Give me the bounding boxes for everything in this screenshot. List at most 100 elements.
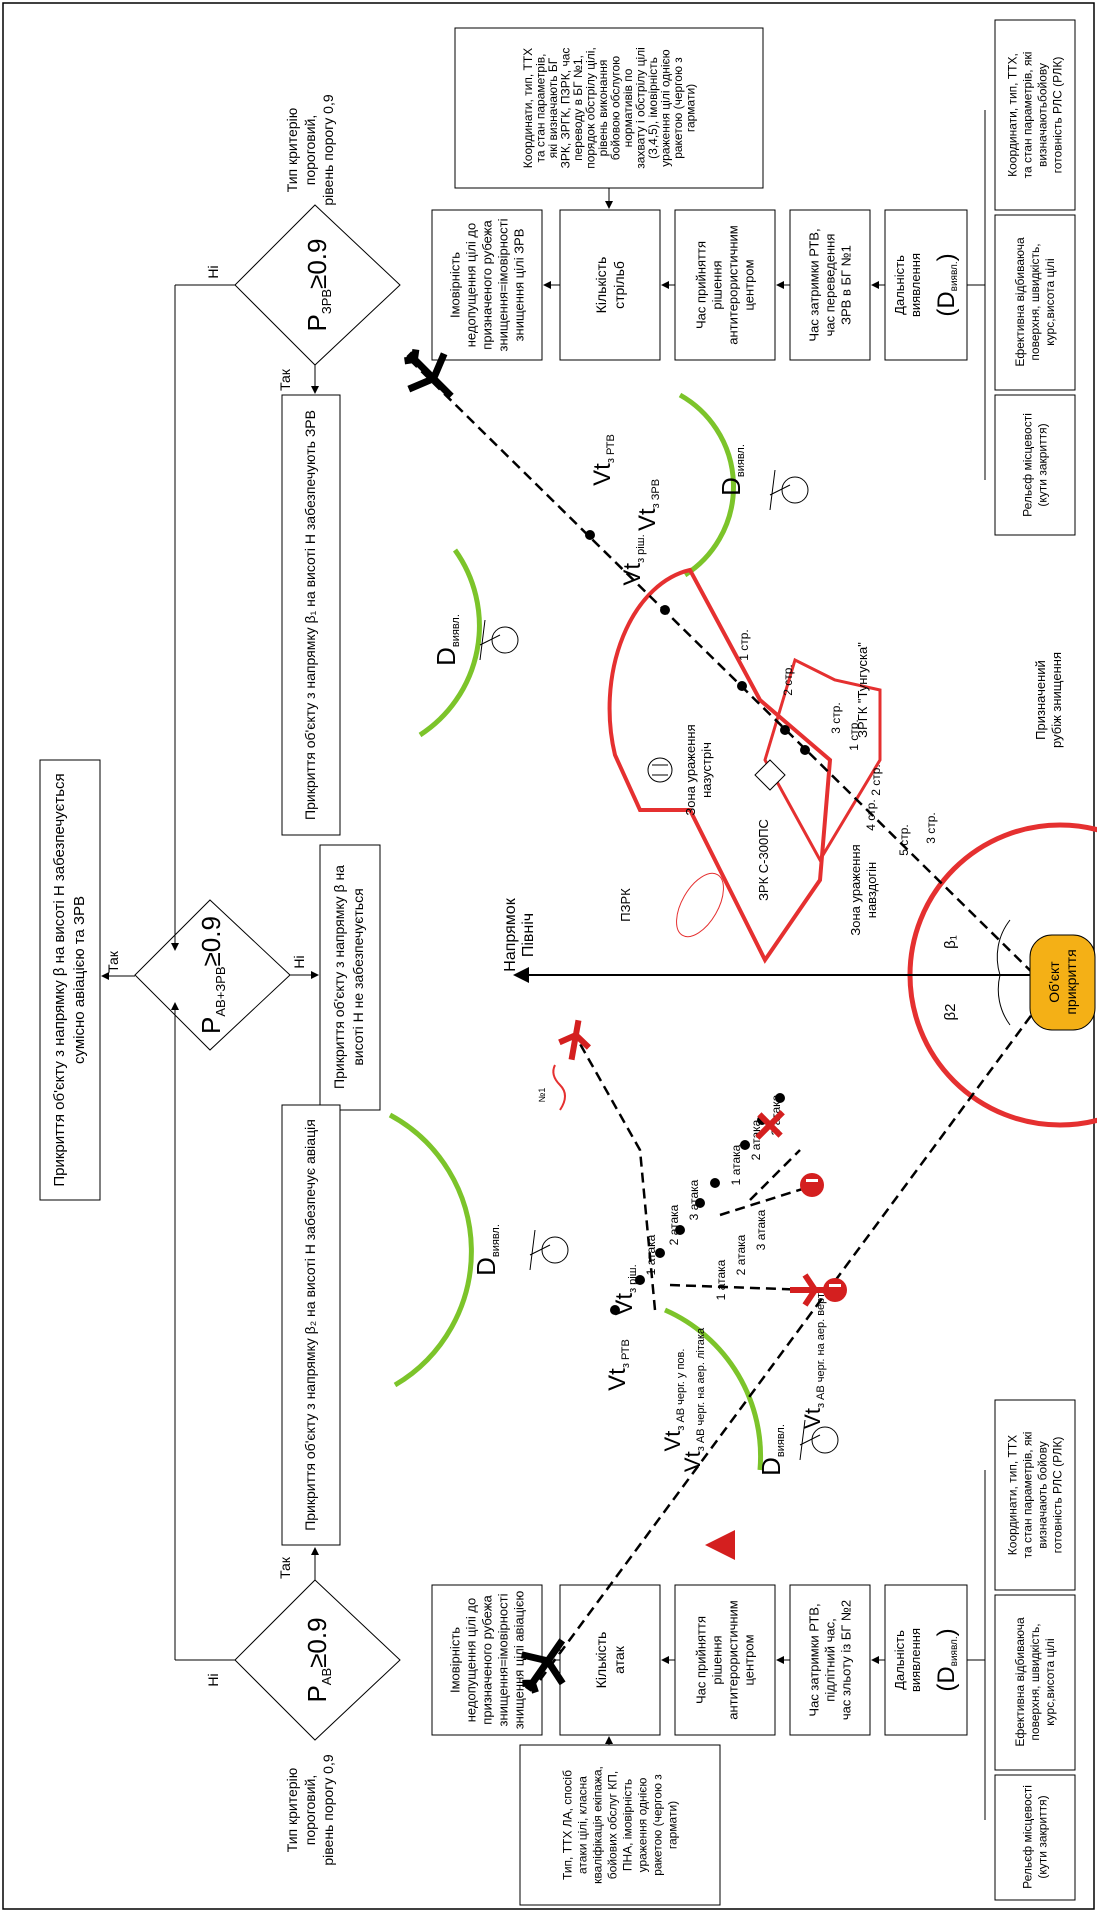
t-in-rcs-line: Ефективна відбиваюча xyxy=(1013,237,1027,367)
fighter-path-2 xyxy=(669,1283,811,1292)
alert-triangle-icon xyxy=(705,1530,735,1560)
top-no-label: Ні xyxy=(205,265,221,278)
bot-range-box xyxy=(884,1584,968,1736)
t-params-line: порядок обстрілу цілі, xyxy=(583,47,597,169)
b-range-label: Дальність xyxy=(892,1630,907,1690)
b-in-coords-line: визначають бойову xyxy=(1036,1441,1050,1548)
t-decision-line: антитерористичним xyxy=(726,225,741,345)
airliner-icon xyxy=(404,349,454,399)
b-in-rcs-line: Ефективна відбиваюча xyxy=(1013,1617,1027,1747)
object-label-1: Об'єкт xyxy=(1046,961,1062,1003)
attack-2: 2 атака xyxy=(749,1119,763,1160)
mid-formula-sub: АВ+ЗРВ xyxy=(213,966,228,1016)
b-in-rcs-line: поверхня, швидкість, xyxy=(1028,1623,1042,1740)
attack-3c: 3 атака xyxy=(754,1209,768,1250)
d-sub: виявл. xyxy=(450,614,462,647)
svg-text:Vtз АВ черг. на аер. літака: Vtз АВ черг. на аер. літака xyxy=(680,1327,707,1472)
bot-decision-box xyxy=(674,1584,776,1736)
shot-5: 5 стр. xyxy=(897,824,911,856)
svg-text:Vtз РТВ: Vtз РТВ xyxy=(589,434,617,486)
d-sub: виявл. xyxy=(490,1224,502,1257)
bot-in-rcs-box xyxy=(994,1594,1076,1771)
t-params-line: та стан параметрів, xyxy=(533,54,547,163)
object-marker: Об'єкт прикриття xyxy=(1029,934,1096,1031)
b-prob-line: призначеного рубежа xyxy=(480,1595,495,1725)
no-cover-line2: висоті Н не забезпечується xyxy=(350,888,366,1065)
b-decision-line: антитерористичним xyxy=(726,1600,741,1720)
top-formula: Р xyxy=(302,314,332,331)
b-params-line: ураження однією xyxy=(636,1778,650,1873)
bot-decision-diamond: РАВ≥0.9 xyxy=(234,1579,401,1741)
no-cover-line1: Прикриття об'єкту з напрямку β на xyxy=(331,865,347,1089)
svg-text:Vtз ріш.: Vtз ріш. xyxy=(619,534,647,585)
attack-1b: 1 атака xyxy=(644,1234,658,1275)
v-av1: Vt xyxy=(660,1431,685,1452)
b-in-coords-line: Координати, тип, ТТХ xyxy=(1006,1435,1020,1555)
t-decision-line: Час прийняття xyxy=(694,241,709,329)
v-av3: Vt xyxy=(800,1408,825,1429)
bot-criterion-1: Тип критерію xyxy=(284,1768,300,1852)
radar-icon xyxy=(479,619,519,661)
v-rtv-sub: з РТВ xyxy=(605,434,617,463)
fighter-icon xyxy=(558,1019,591,1061)
bot-cover-text: Прикриття об'єкту з напрямку β₂ на висот… xyxy=(302,1119,318,1531)
shot2-2: 2 стр. xyxy=(869,764,883,796)
t-in-rcs-line: поверхня, швидкість, xyxy=(1028,243,1042,360)
combined-cover-line2: сумісно авіацією та ЗРВ xyxy=(71,896,88,1064)
bot-no-label: Ні xyxy=(205,1673,221,1686)
top-yes-label: Так xyxy=(277,368,293,391)
bot-prob-box xyxy=(431,1584,543,1736)
t-in-coords-line: та стан параметрів, які xyxy=(1021,52,1035,179)
svg-text:РЗРВ≥0.9: РЗРВ≥0.9 xyxy=(302,239,334,332)
b-range-label: виявлення xyxy=(908,1628,923,1692)
top-range-box xyxy=(884,209,968,361)
bot-in-coords-box xyxy=(994,1399,1076,1591)
t-params-line: ЗРК, ЗРГК, ПЗРК, час xyxy=(558,48,572,169)
t-decision-line: центром xyxy=(742,259,757,310)
zrk-label: ЗРК С-300ПС xyxy=(756,819,771,901)
v-zrv: Vt xyxy=(634,508,661,531)
top-criterion: Тип критерію пороговий, рівень порогу 0,… xyxy=(284,94,336,205)
combined-cover-line1: Прикриття об'єкту з напрямку β на висоті… xyxy=(51,773,68,1186)
v-av1-sub: з АВ черг. у пов. xyxy=(675,1349,687,1431)
b-count-line: Кількість xyxy=(593,1632,609,1689)
top-cover-text: Прикриття об'єкту з напрямку β₁ на висот… xyxy=(302,410,318,820)
v-rish-b-sub: з ріш. xyxy=(627,1264,639,1293)
top-decision-diamond: РЗРВ≥0.9 xyxy=(234,204,401,366)
b-in-coords-line: та стан параметрів, які xyxy=(1021,1432,1035,1559)
top-criterion-2: пороговий, xyxy=(302,115,318,186)
object-label-2: прикриття xyxy=(1063,949,1079,1014)
top-count-box xyxy=(559,209,661,361)
top-decision-box xyxy=(674,209,776,361)
svg-text:Vtз ЗРВ: Vtз ЗРВ xyxy=(634,479,662,531)
v-rtv: Vt xyxy=(589,463,616,486)
top-prob-box xyxy=(431,209,543,361)
radar-icon xyxy=(769,469,809,511)
t-delay-line: час переведення xyxy=(823,234,838,337)
b-delay-line: час зльоту із БГ №2 xyxy=(839,1600,854,1720)
bot-formula-sub: АВ xyxy=(319,1668,334,1685)
loop-icon xyxy=(552,1064,566,1111)
zrgk-label: ЗРГК "Тунгуска" xyxy=(855,642,870,738)
top-cover-box: Прикриття об'єкту з напрямку β₁ на висот… xyxy=(281,394,341,836)
v-zrv-sub: з ЗРВ xyxy=(650,479,662,508)
t-params-line: нормативів по xyxy=(621,68,635,147)
bot-delay-box xyxy=(789,1584,871,1736)
t-params-line: рівень виконання xyxy=(596,60,610,157)
t-delay-line: Час затримки РТВ, xyxy=(807,228,822,341)
zrk-kill-zone xyxy=(607,567,833,964)
beta1-label: β₁ xyxy=(942,935,959,949)
b-in-rcs-line: курс,висота цілі xyxy=(1043,1638,1057,1725)
bot-formula: Р xyxy=(302,1685,332,1702)
d-label: D xyxy=(471,1257,501,1276)
svg-text:Vtз АВ черг. на аер. верт.: Vtз АВ черг. на аер. верт. xyxy=(800,1291,827,1429)
svg-text:РАВ+ЗРВ≥0.9: РАВ+ЗРВ≥0.9 xyxy=(196,916,228,1034)
pzrk-zone xyxy=(676,872,724,938)
bot-count-box xyxy=(559,1584,661,1736)
radar-icon xyxy=(799,1419,839,1461)
mid-yes-label: Так xyxy=(105,950,121,973)
plane-tag: №1 xyxy=(537,1088,547,1103)
airliner-icon xyxy=(520,1638,566,1694)
tactical-map: Напрямок Північ Dвиявл. Dвиявл. Dвиявл. … xyxy=(388,349,1097,1694)
bot-params-box xyxy=(519,1744,721,1906)
